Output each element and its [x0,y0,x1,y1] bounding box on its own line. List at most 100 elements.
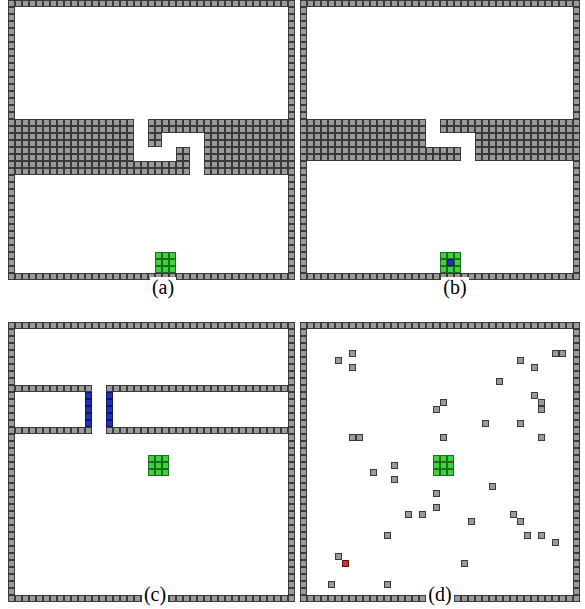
wall-cell [9,1,15,7]
wall-cell [23,141,29,147]
wall-cell [329,274,335,280]
wall-cell [574,155,580,161]
wall-cell [385,127,391,133]
wall-cell [289,239,295,245]
wall-cell [525,596,531,602]
wall-cell [350,435,356,441]
wall-cell [560,1,566,7]
wall-cell [114,1,120,7]
wall-cell [413,155,419,161]
wall-cell [378,155,384,161]
wall-cell [156,162,162,168]
wall-cell [163,162,169,168]
wall-cell [490,274,496,280]
wall-cell [149,169,155,175]
wall-cell [114,169,120,175]
wall-cell [289,477,295,483]
wall-cell [539,148,545,154]
wall-cell [233,134,239,140]
wall-cell [371,323,377,329]
wall-cell [567,134,573,140]
wall-cell [483,323,489,329]
wall-cell [16,134,22,140]
wall-cell [93,141,99,147]
wall-cell [539,596,545,602]
agent-cell [170,260,176,266]
grid-panel [300,322,580,602]
wall-cell [261,141,267,147]
wall-cell [9,190,15,196]
wall-cell [490,484,496,490]
wall-cell [289,64,295,70]
wall-cell [58,386,64,392]
wall-cell [93,155,99,161]
wall-cell [9,358,15,364]
wall-cell [574,554,580,560]
wall-cell [205,596,211,602]
wall-cell [483,596,489,602]
wall-cell [301,435,307,441]
wall-cell [532,1,538,7]
wall-cell [268,141,274,147]
wall-cell [289,463,295,469]
wall-cell [275,127,281,133]
wall-cell [301,344,307,350]
wall-cell [574,204,580,210]
wall-cell [233,155,239,161]
wall-cell [93,120,99,126]
agent-cell [448,470,454,476]
wall-cell [357,323,363,329]
wall-cell [44,155,50,161]
wall-cell [100,162,106,168]
wall-cell [184,428,190,434]
wall-cell [301,505,307,511]
wall-cell [156,323,162,329]
wall-cell [574,414,580,420]
wall-cell [322,274,328,280]
wall-cell [371,120,377,126]
wall-cell [9,372,15,378]
agent-cell [156,463,162,469]
wall-cell [128,127,134,133]
wall-cell [574,337,580,343]
wall-cell [9,351,15,357]
wall-cell [371,127,377,133]
wall-cell [9,22,15,28]
wall-cell [226,148,232,154]
wall-cell [427,1,433,7]
wall-cell [233,323,239,329]
wall-cell [329,148,335,154]
wall-cell [233,169,239,175]
wall-cell [574,533,580,539]
wall-cell [65,148,71,154]
wall-cell [9,155,15,161]
wall-cell [282,428,288,434]
wall-cell [114,386,120,392]
wall-cell [289,15,295,21]
wall-cell [301,526,307,532]
wall-cell [219,323,225,329]
door-cell [107,400,113,406]
wall-cell [301,85,307,91]
wall-cell [121,134,127,140]
wall-cell [93,134,99,140]
wall-cell [322,127,328,133]
wall-cell [574,22,580,28]
wall-cell [574,1,580,7]
wall-cell [156,169,162,175]
wall-cell [9,204,15,210]
wall-cell [574,50,580,56]
agent-cell [149,463,155,469]
wall-cell [483,155,489,161]
wall-cell [247,386,253,392]
wall-cell [163,127,169,133]
wall-cell [336,596,342,602]
wall-cell [44,162,50,168]
wall-cell [37,323,43,329]
wall-cell [574,589,580,595]
wall-cell [553,148,559,154]
wall-cell [177,274,183,280]
wall-cell [371,1,377,7]
wall-cell [574,99,580,105]
wall-cell [441,155,447,161]
